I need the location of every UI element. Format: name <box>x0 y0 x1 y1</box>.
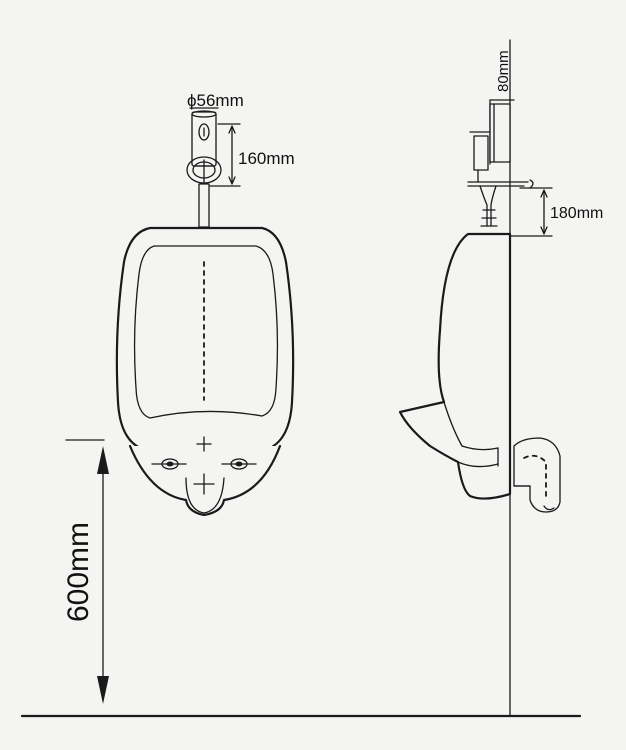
dim-floor-height: 600mm <box>62 439 109 704</box>
label-floor-height: 600mm <box>62 522 95 622</box>
urinal-bowl-outer <box>115 226 295 450</box>
front-view <box>115 110 295 517</box>
flush-valve-front <box>186 110 222 228</box>
dim-side-gap: 180mm <box>467 187 603 237</box>
label-diameter: ϕ56mm <box>187 91 244 110</box>
dim-diameter: ϕ56mm <box>187 91 244 110</box>
urinal-bottom-lip <box>128 444 282 517</box>
side-view: 80mm 180mm <box>398 50 603 513</box>
urinal-bowl-inner <box>133 245 279 419</box>
label-side-gap: 180mm <box>550 205 603 222</box>
urinal-side-profile <box>398 232 512 500</box>
dim-valve-height: 160mm <box>209 123 295 187</box>
flush-valve-side <box>467 103 534 227</box>
label-valve-height: 160mm <box>238 149 295 168</box>
label-top-height: 80mm <box>495 50 512 92</box>
drain-trap <box>513 437 561 513</box>
